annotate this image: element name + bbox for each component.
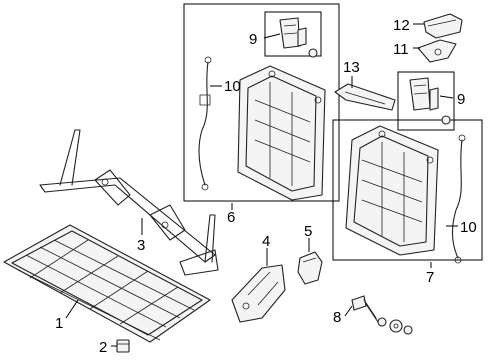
callout-3: 3: [137, 237, 145, 254]
callout-7: 7: [426, 269, 434, 286]
detail-box-7: [332, 119, 483, 261]
callout-2: 2: [99, 339, 107, 356]
right-latch-assembly: [397, 71, 455, 131]
callout-8: 8: [333, 309, 341, 326]
callout-5: 5: [304, 223, 312, 240]
callout-9-left: 9: [249, 31, 257, 48]
hinge-bracket: [231, 264, 286, 323]
callout-1: 1: [55, 315, 63, 332]
callout-6: 6: [227, 209, 235, 226]
seat-frame-assembly: [39, 129, 219, 276]
left-latch-assembly: [264, 11, 322, 58]
leader-lines: [65, 23, 458, 347]
right-seatback-frame: [345, 125, 439, 256]
right-release-cable: [451, 134, 466, 264]
trim-panel: [334, 83, 396, 111]
seat-cushion-frame: [3, 224, 211, 343]
callout-11: 11: [393, 41, 409, 58]
hinge-cover: [297, 251, 323, 285]
clip-part: [116, 339, 130, 353]
headrest-guide-cap: [423, 13, 463, 39]
detail-box-6: [183, 3, 340, 202]
left-release-cable: [198, 56, 212, 191]
callout-12: 12: [393, 17, 410, 34]
callout-4: 4: [262, 233, 270, 250]
headrest-guide-bracket: [417, 39, 457, 63]
bolt-and-washers: [351, 295, 413, 335]
callout-13: 13: [343, 59, 360, 76]
callout-10-right: 10: [460, 219, 477, 236]
callout-10-left: 10: [224, 78, 241, 95]
callout-9-right: 9: [457, 91, 465, 108]
left-seatback-frame: [237, 65, 326, 201]
